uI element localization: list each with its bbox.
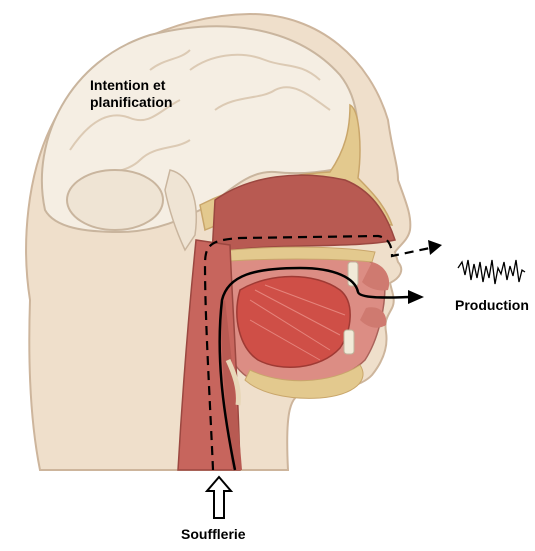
intention-label-line1: Intention et <box>90 77 200 94</box>
lower-teeth <box>344 330 354 354</box>
production-label: Production <box>455 297 529 314</box>
intention-planification-label: Intention et planification <box>90 77 200 111</box>
hollow-up-arrow-icon <box>207 477 231 518</box>
oral-airflow-arrowhead <box>408 290 424 304</box>
nasal-airflow-arrowhead <box>428 240 442 255</box>
cerebellum <box>67 170 163 230</box>
sound-waveform-icon <box>458 260 525 284</box>
intention-label-line2: planification <box>90 94 200 111</box>
soufflerie-label: Soufflerie <box>181 526 246 543</box>
